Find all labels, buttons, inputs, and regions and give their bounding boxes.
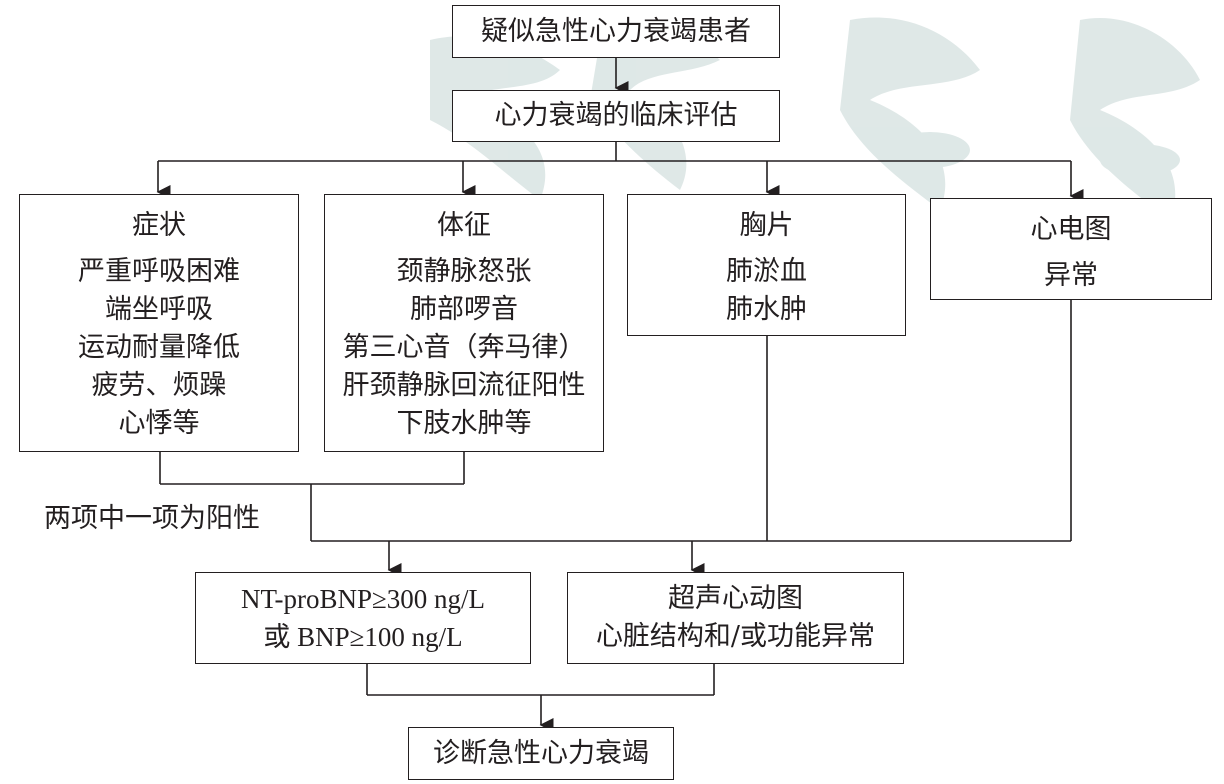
node-bnp-line: 或 BNP≥100 ng/L	[263, 622, 463, 652]
node-suspect-text: 疑似急性心力衰竭患者	[481, 15, 751, 47]
node-bnp: NT-proBNP≥300 ng/L 或 BNP≥100 ng/L	[195, 572, 531, 664]
node-echo-line: 心脏结构和/或功能异常	[595, 621, 876, 652]
node-signs-line: 肺部啰音	[410, 294, 518, 325]
node-xray-title: 胸片	[739, 210, 794, 241]
node-signs-title: 体征	[437, 210, 491, 241]
node-symptoms-line: 端坐呼吸	[105, 294, 213, 325]
node-echo-line: 超声心动图	[668, 583, 803, 614]
node-symptoms-line: 心悸等	[118, 408, 200, 439]
note-either-positive: 两项中一项为阳性	[44, 503, 260, 534]
node-xray-line: 肺淤血	[726, 256, 807, 287]
node-bnp-line: NT-proBNP≥300 ng/L	[240, 584, 486, 614]
node-assess-text: 心力衰竭的临床评估	[494, 100, 738, 131]
node-symptoms-line: 疲劳、烦躁	[91, 370, 227, 401]
node-symptoms-line: 运动耐量降低	[78, 332, 240, 363]
node-echo: 超声心动图 心脏结构和/或功能异常	[567, 572, 904, 664]
node-ecg-line: 异常	[1044, 260, 1098, 291]
node-suspect: 疑似急性心力衰竭患者	[452, 5, 780, 58]
node-symptoms-line: 严重呼吸困难	[78, 256, 240, 287]
node-ecg-title: 心电图	[1030, 214, 1112, 245]
node-signs-line: 下肢水肿等	[396, 408, 532, 439]
node-signs-line: 颈静脉怒张	[396, 256, 532, 287]
node-xray-line: 肺水肿	[726, 294, 807, 325]
node-diagnosis: 诊断急性心力衰竭	[408, 727, 674, 780]
node-symptoms-title: 症状	[132, 210, 186, 241]
node-signs-line: 肝颈静脉回流征阳性	[342, 370, 586, 401]
node-diagnosis-text: 诊断急性心力衰竭	[433, 737, 649, 769]
node-signs: 体征 颈静脉怒张 肺部啰音 第三心音（奔马律） 肝颈静脉回流征阳性 下肢水肿等	[324, 194, 604, 452]
node-ecg: 心电图 异常	[930, 198, 1212, 300]
node-xray: 胸片 肺淤血 肺水肿	[627, 194, 906, 336]
node-signs-line: 第三心音（奔马律）	[342, 332, 586, 363]
node-symptoms: 症状 严重呼吸困难 端坐呼吸 运动耐量降低 疲劳、烦躁 心悸等	[19, 194, 299, 452]
node-assess: 心力衰竭的临床评估	[452, 90, 780, 142]
